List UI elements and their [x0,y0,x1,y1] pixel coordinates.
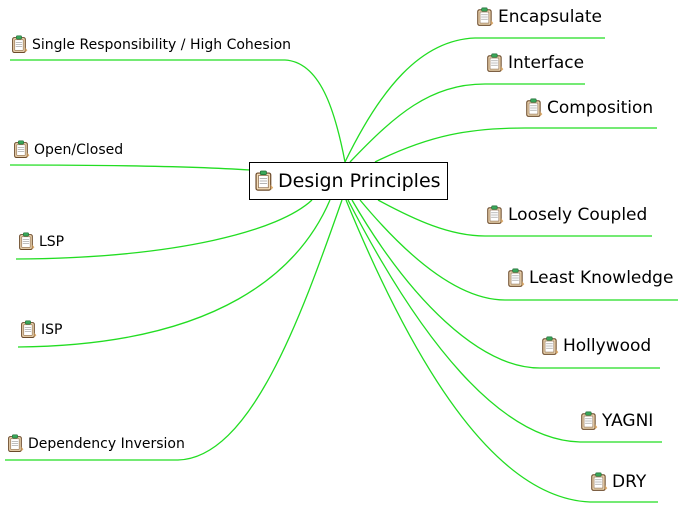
topic-label: ISP [41,321,63,338]
topic-open-closed[interactable]: Open/Closed [13,140,123,159]
topic-interface[interactable]: Interface [486,53,584,73]
branch-line-composition [374,127,657,163]
central-topic[interactable]: Design Principles [249,162,448,200]
notepad-icon [541,336,559,356]
branch-line-open-closed [9,164,251,171]
branch-line-interface [349,83,585,163]
notepad-icon [7,434,24,453]
topic-label: Hollywood [563,335,652,356]
topic-composition[interactable]: Composition [525,98,653,118]
topic-label: Open/Closed [34,141,124,158]
notepad-icon [18,232,35,251]
notepad-icon [486,205,504,225]
notepad-icon [13,140,30,159]
topic-hollywood[interactable]: Hollywood [541,336,651,356]
topic-single-responsibility[interactable]: Single Responsibility / High Cohesion [11,35,291,54]
notepad-icon [11,35,28,54]
topic-dependency-inversion[interactable]: Dependency Inversion [7,434,185,453]
topic-label: LSP [39,233,65,250]
topic-label: Least Knowledge [529,267,674,288]
topic-label: Loosely Coupled [508,204,648,225]
topic-label: DRY [612,471,647,492]
topic-loosely-coupled[interactable]: Loosely Coupled [486,205,647,225]
notepad-icon [525,98,543,118]
topic-encapsulate[interactable]: Encapsulate [476,7,602,27]
topic-label: Composition [547,97,654,118]
notepad-icon [254,170,274,192]
topic-yagni[interactable]: YAGNI [580,411,653,431]
topic-label: Single Responsibility / High Cohesion [32,36,292,53]
branch-line-yagni [347,199,662,443]
central-topic-label: Design Principles [278,169,441,192]
topic-least-knowledge[interactable]: Least Knowledge [507,268,673,288]
notepad-icon [590,472,608,492]
topic-lsp[interactable]: LSP [18,232,64,251]
topic-dry[interactable]: DRY [590,472,646,492]
notepad-icon [507,268,525,288]
notepad-icon [476,7,494,27]
topic-label: Encapsulate [498,6,602,27]
notepad-icon [580,411,598,431]
topic-isp[interactable]: ISP [20,320,62,339]
notepad-icon [486,53,504,73]
topic-label: YAGNI [602,410,654,431]
notepad-icon [20,320,37,339]
topic-label: Interface [508,52,585,73]
branch-line-isp [17,199,331,348]
topic-label: Dependency Inversion [28,435,185,452]
